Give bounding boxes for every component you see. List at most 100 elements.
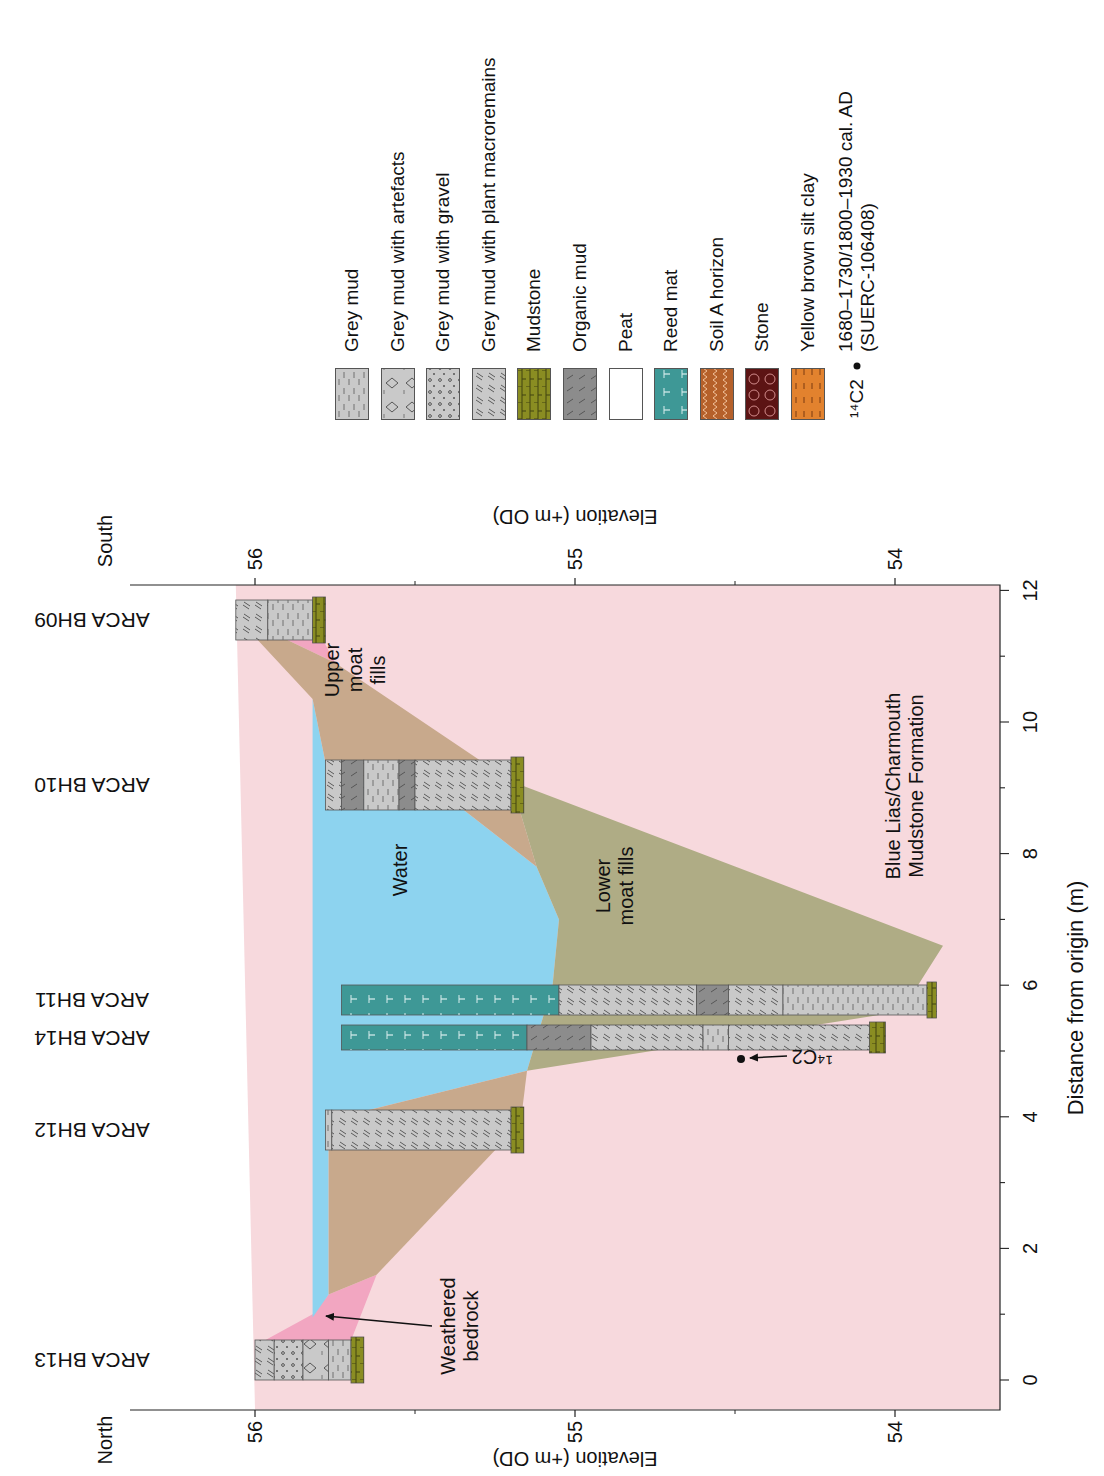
core-layer-pattern <box>869 1022 885 1053</box>
axis-tick <box>1000 1116 1009 1117</box>
legend-text: Reed mat <box>660 270 682 352</box>
core-layer-pattern <box>927 982 937 1018</box>
region-label: Weathered bedrock <box>437 1271 483 1381</box>
sample-label: ¹⁴C2 <box>846 379 868 418</box>
axis-tick <box>574 578 575 1417</box>
axis-title: Elevation (+m OD) <box>492 1447 657 1470</box>
core-layer-pattern <box>364 760 399 810</box>
core-layer-pattern <box>511 1107 524 1153</box>
swatch-pattern-fill <box>746 368 779 419</box>
swatch-pattern-fill <box>701 368 734 419</box>
core-layer-pattern <box>329 1340 351 1380</box>
core-layer <box>303 1340 329 1380</box>
legend-text: Grey mud with plant macroremains <box>478 57 500 352</box>
swatch-pattern <box>792 368 825 419</box>
borehole-label: ARCA BH11 <box>35 988 149 1012</box>
legend-swatch <box>791 368 825 420</box>
core-layer <box>341 985 559 1015</box>
borehole-label: ARCA BH10 <box>34 773 150 797</box>
borehole-label: ARCA BH13 <box>34 1348 150 1372</box>
axis-tick <box>1000 590 1009 591</box>
core-layer <box>274 1340 303 1380</box>
core-layer <box>341 760 363 810</box>
swatch-pattern-fill <box>655 368 688 419</box>
axis-tick <box>415 581 416 1414</box>
core-layer <box>364 760 399 810</box>
core-layer <box>341 1025 527 1050</box>
core-layer-pattern <box>341 760 363 810</box>
legend-swatch <box>517 368 551 420</box>
upper-moat-fill <box>329 1071 527 1295</box>
legend-dot <box>854 363 861 370</box>
core-layer-pattern <box>697 985 729 1015</box>
core-layer-pattern <box>729 985 783 1015</box>
core-layer <box>325 760 341 810</box>
core-layer <box>703 1025 729 1050</box>
core-layer <box>313 597 326 643</box>
water-area <box>313 699 559 1318</box>
borehole-label: ARCA BH14 <box>34 1026 150 1050</box>
axis-title: Distance from origin (m) <box>1063 881 1088 1116</box>
region-label: Water <box>389 844 412 897</box>
region-label: Blue Lias/Charmouth Mudstone Formation <box>882 681 928 891</box>
core-layer-pattern <box>591 1025 703 1050</box>
tick-label: 8 <box>1019 848 1042 859</box>
tick-label: 56 <box>244 1421 267 1443</box>
core-layer-pattern <box>351 1337 364 1383</box>
legend-text: Stone <box>751 302 773 352</box>
axis-tick <box>1000 1248 1009 1249</box>
core-layer <box>697 985 729 1015</box>
leader-arrow <box>326 1316 432 1326</box>
core-layer-pattern <box>325 760 341 810</box>
swatch-pattern <box>336 368 369 419</box>
core-layer-pattern <box>236 600 268 640</box>
axis-tick <box>1000 853 1009 854</box>
core-layer-pattern <box>332 1110 511 1150</box>
swatch-pattern-fill <box>518 368 551 419</box>
core-layer <box>399 760 415 810</box>
upper-moat-fill <box>239 620 537 867</box>
axis-tick <box>1000 985 1009 986</box>
core-layer-pattern <box>268 600 313 640</box>
swatch-pattern <box>655 368 688 419</box>
sample-dot <box>737 1055 745 1063</box>
core-layer <box>351 1337 364 1383</box>
axis-tick <box>1000 787 1005 788</box>
core-layer-pattern <box>415 760 511 810</box>
direction-label: North <box>94 1416 117 1465</box>
axis-tick <box>1000 1182 1005 1183</box>
legend-text: 1680–1730/1800–1930 cal. AD (SUERC-10640… <box>835 67 879 352</box>
axis-tick <box>1000 656 1005 657</box>
lower-moat-fill <box>511 781 943 1070</box>
core-layer-pattern <box>783 985 927 1015</box>
legend-text: Grey mud <box>341 269 363 352</box>
tick-label: 55 <box>564 548 587 570</box>
swatch-pattern-fill <box>427 368 460 419</box>
swatch-pattern <box>746 368 779 419</box>
direction-label: South <box>94 515 117 567</box>
core-layer <box>329 1340 351 1380</box>
axis-tick <box>254 578 255 1417</box>
swatch-pattern <box>427 368 460 419</box>
swatch-pattern <box>473 368 506 419</box>
core-layer-pattern <box>255 1340 274 1380</box>
region-label: Lower moat fills <box>592 839 638 934</box>
core-layer <box>325 1110 331 1150</box>
tick-label: 54 <box>884 1421 907 1443</box>
core-layer <box>869 1022 885 1053</box>
core-layer-pattern <box>511 757 524 813</box>
core-layer <box>559 985 697 1015</box>
swatch-pattern <box>564 368 597 419</box>
legend-text: Soil A horizon <box>706 237 728 352</box>
swatch-pattern <box>701 368 734 419</box>
axis-tick <box>1000 1050 1005 1051</box>
tick-label: 6 <box>1019 980 1042 991</box>
legend-text: Mudstone <box>523 269 545 352</box>
tick-label: 12 <box>1019 579 1042 601</box>
core-layer-pattern <box>703 1025 729 1050</box>
axis-line <box>130 585 1000 1410</box>
core-layer <box>255 1340 274 1380</box>
swatch-pattern-fill <box>473 368 506 419</box>
legend-swatch <box>745 368 779 420</box>
